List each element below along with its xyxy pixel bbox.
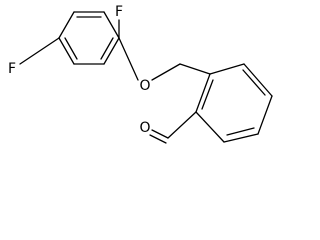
difluorophenyl-ring bbox=[58, 11, 120, 65]
oxygen-atom-label: O bbox=[139, 120, 150, 136]
chemical-structure: F F O O bbox=[8, 4, 273, 144]
double-bond-inner bbox=[100, 37, 114, 60]
double-bond-inner bbox=[226, 127, 255, 136]
bond bbox=[58, 11, 75, 39]
bond-c-f-left bbox=[19, 37, 60, 65]
bond bbox=[58, 37, 75, 65]
fluorine-atom-label: F bbox=[8, 61, 16, 77]
bond bbox=[223, 133, 259, 143]
bond bbox=[243, 63, 273, 97]
benzaldehyde-ring bbox=[195, 63, 273, 143]
bond-c-o-double bbox=[149, 134, 167, 144]
bond bbox=[195, 111, 225, 143]
double-bond-inner bbox=[242, 69, 266, 96]
bond-c-o-ether bbox=[118, 37, 139, 81]
bond bbox=[195, 73, 211, 113]
bond-c-o-double bbox=[151, 129, 169, 139]
double-bond-inner bbox=[64, 37, 78, 60]
fluorine-atom-label: F bbox=[115, 4, 123, 20]
double-bond-inner bbox=[201, 79, 214, 110]
bond-ring-cho bbox=[167, 111, 197, 139]
bond bbox=[209, 63, 245, 75]
bond bbox=[257, 95, 273, 135]
bond bbox=[103, 37, 120, 65]
bond-ch2-ring bbox=[179, 63, 211, 75]
bond bbox=[103, 11, 120, 39]
oxygen-atom-label: O bbox=[139, 78, 150, 94]
bond-o-ch2 bbox=[151, 63, 181, 81]
